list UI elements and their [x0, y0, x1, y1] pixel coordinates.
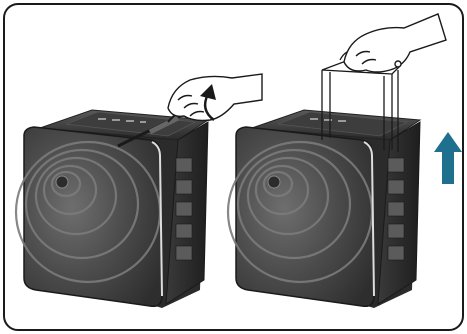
dehumidifier-right	[228, 110, 420, 308]
front-grille	[236, 127, 374, 306]
dehumidifier-left	[16, 110, 208, 308]
front-grille	[24, 127, 162, 306]
